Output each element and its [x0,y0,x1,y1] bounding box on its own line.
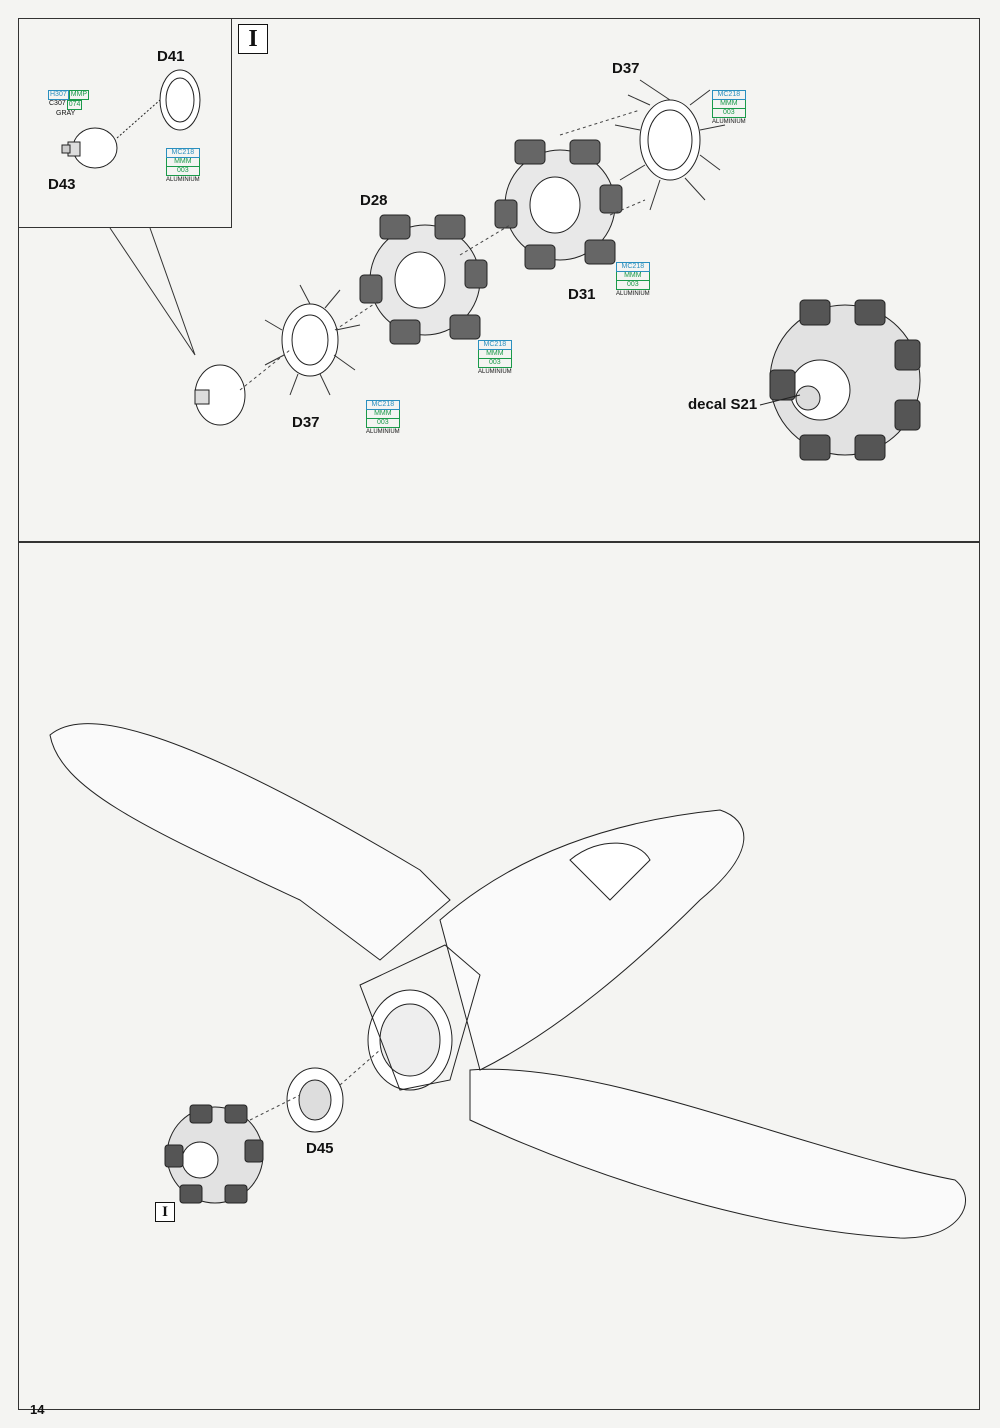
paint-mc-code: MC218 [166,148,200,158]
ring-d41 [159,69,201,131]
disc-d45 [286,1067,344,1133]
paint-mmm-number: 003 [166,167,200,176]
paint-mmp-code: MMP [68,90,90,100]
cylinders-d31 [494,139,623,270]
paint-callout-d31: MC218 MMM 003 ALUMINIUM [616,262,650,298]
part-label-d41: D41 [157,48,185,65]
inset-panel [18,18,232,228]
aircraft-airframe [49,723,966,1239]
paint-callout-d37-top: MC218 MMM 003 ALUMINIUM [712,90,746,126]
part-label-d45: D45 [306,1140,334,1157]
paint-mmm-code: MMM [166,158,200,167]
gray-paint-callout: H307 MMP C307 074 GRAY [48,90,90,118]
cylinders-d28 [359,214,488,345]
part-label-d28: D28 [360,192,388,209]
decal-label: decal S21 [688,396,758,413]
step-reference-box: I [155,1202,175,1222]
paint-c-code: C307 [49,100,66,107]
paint-mc-code: MC218 [712,90,746,100]
paint-name: ALUMINIUM [166,177,200,183]
paint-name: ALUMINIUM [712,119,746,125]
paint-name: ALUMINIUM [616,291,650,297]
paint-mmm-code: MMM [616,272,650,281]
part-label-d37-top: D37 [612,60,640,77]
paint-callout-d28: MC218 MMM 003 ALUMINIUM [478,340,512,376]
part-label-d43: D43 [48,176,76,193]
paint-mmm-number: 003 [712,109,746,118]
paint-mmm-code: MMM [366,410,400,419]
page-number: 14 [30,1402,45,1417]
paint-mc-code: MC218 [366,400,400,410]
paint-mmp-number: 074 [66,100,83,110]
paint-name: ALUMINIUM [366,429,400,435]
pushrod-ring-d37-top [614,79,726,211]
pushrod-ring-d37-bottom [264,284,361,396]
top-panel [18,18,980,542]
bottom-panel [18,542,980,1410]
paint-mmm-number: 003 [616,281,650,290]
paint-mmm-code: MMM [712,100,746,109]
part-label-d31: D31 [568,286,596,303]
paint-mmm-number: 003 [366,419,400,428]
paint-mmm-number: 003 [478,359,512,368]
step-label-box: I [238,24,268,54]
paint-mc-code: MC218 [478,340,512,350]
spinner-d43 [61,127,118,169]
paint-mmm-code: MMM [478,350,512,359]
paint-mc-code: MC218 [616,262,650,272]
paint-name: GRAY [56,110,76,117]
completed-engine [769,299,921,461]
inset-aluminium-callout: MC218 MMM 003 ALUMINIUM [166,148,200,184]
front-hub [194,364,246,426]
paint-name: ALUMINIUM [478,369,512,375]
part-label-d37-bottom: D37 [292,414,320,431]
paint-h-code: H307 [48,90,69,100]
paint-callout-d37-bottom: MC218 MMM 003 ALUMINIUM [366,400,400,436]
engine-assembly-step-i [164,1104,264,1204]
